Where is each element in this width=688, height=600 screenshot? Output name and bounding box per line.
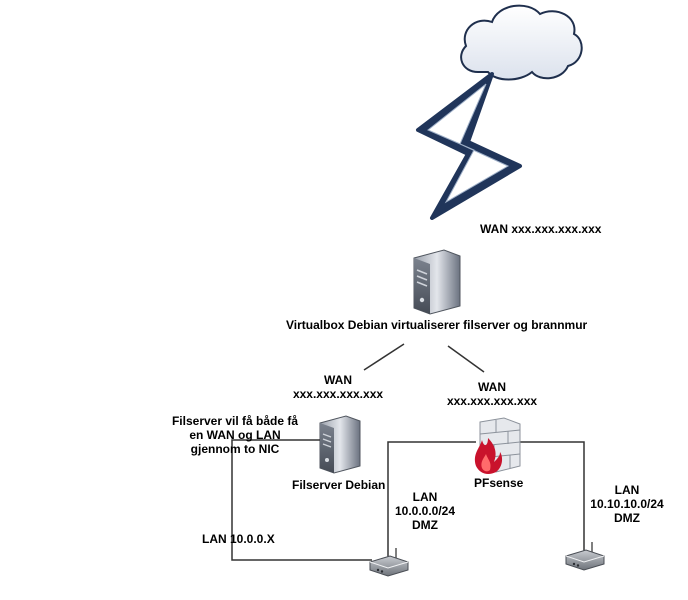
lan-left-label: LAN 10.0.0.0/24 DMZ [385,490,465,532]
link-line [447,345,485,373]
wan-top-label: WAN xxx.xxx.xxx.xxx [480,222,602,236]
server-icon [413,249,461,315]
lan-left-line1: LAN [412,490,438,504]
server-icon [319,415,361,474]
pfsense-label: PFsense [474,476,524,490]
lan-right-line1: LAN [614,483,640,497]
router-icon [369,546,409,577]
lan-x-label: LAN 10.0.0.X [202,532,275,546]
virtualbox-label: Virtualbox Debian virtualiserer filserve… [286,318,588,332]
link-line [231,439,372,561]
lan-left-line2: 10.0.0.0/24 [394,504,456,518]
wan-left-label: WAN xxx.xxx.xxx.xxx [288,373,388,401]
wan-right-label: WAN xxx.xxx.xxx.xxx [442,380,542,408]
link-line [363,343,405,371]
lan-right-line3: DMZ [614,511,640,525]
filserver-note: Filserver vil få både få en WAN og LAN g… [160,414,310,456]
filserver-label: Filserver Debian [292,478,386,492]
wan-right-line2: xxx.xxx.xxx.xxx [446,394,538,408]
wan-right-line1: WAN [478,380,506,394]
firewall-icon [474,417,521,474]
lan-left-line3: DMZ [412,518,438,532]
wan-left-line2: xxx.xxx.xxx.xxx [292,387,384,401]
link-line [387,441,476,556]
lan-right-line2: 10.10.10.0/24 [590,497,664,511]
link-line [520,441,585,550]
cloud-icon [460,4,583,81]
note-line1: Filserver vil få både få [171,414,299,428]
note-line2: en WAN og LAN [189,428,281,442]
lightning-icon [416,72,522,220]
note-line3: gjennom to NIC [190,442,280,456]
router-icon [565,540,605,571]
lan-right-label: LAN 10.10.10.0/24 DMZ [582,483,672,525]
wan-left-line1: WAN [324,373,352,387]
